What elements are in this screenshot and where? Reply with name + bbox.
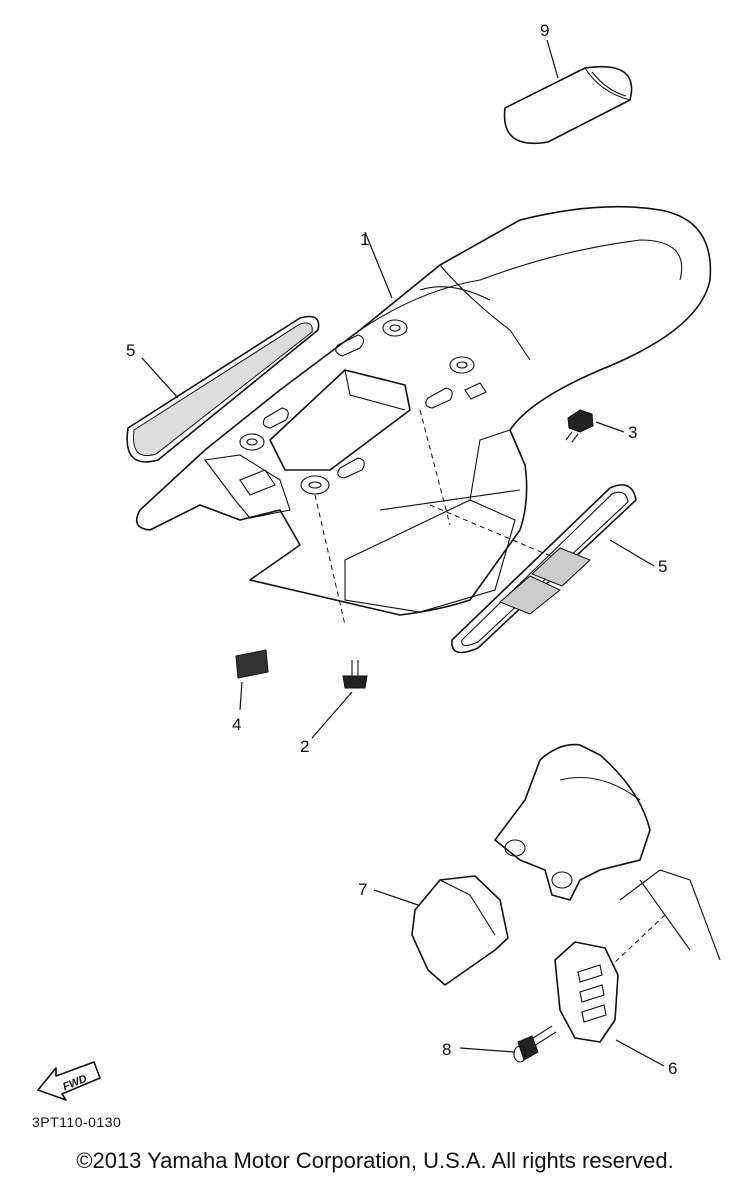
frame-detail (494, 743, 721, 961)
callout-9: 9 (540, 21, 549, 40)
leader-4 (239, 681, 243, 711)
leader-7 (373, 889, 419, 906)
callout-2: 2 (300, 737, 309, 756)
callout-6: 6 (668, 1059, 677, 1078)
part-7-cover (411, 875, 509, 986)
guide-line-c (429, 504, 561, 561)
callout-5b: 5 (658, 557, 667, 576)
fwd-label: FWD (61, 1073, 89, 1094)
callout-7: 7 (358, 880, 367, 899)
leader-8 (459, 1047, 515, 1053)
copyright-notice: ©2013 Yamaha Motor Corporation, U.S.A. A… (76, 1148, 674, 1173)
part-2-screw (342, 660, 368, 689)
leader-6 (615, 1039, 665, 1067)
part-4-pad (235, 649, 269, 679)
part-8-bolt (513, 1025, 557, 1063)
leader-3 (595, 421, 625, 433)
part-6-guard (554, 941, 619, 1043)
part-5-left-strip (126, 315, 320, 463)
part-5-right-strip (451, 484, 637, 654)
callout-3: 3 (628, 423, 637, 442)
callout-5a: 5 (126, 341, 135, 360)
guide-line-a (314, 494, 346, 626)
callout-4: 4 (232, 715, 241, 734)
part-9-tube (503, 65, 633, 144)
leader-2 (311, 691, 353, 739)
fwd-arrow-icon: FWD (37, 1061, 101, 1101)
part-1-rear-fender (135, 205, 712, 616)
callout-1: 1 (360, 230, 369, 249)
leader-1 (364, 231, 393, 299)
leader-5b (609, 539, 655, 567)
guide-line-d (611, 914, 666, 966)
leader-9 (546, 39, 559, 79)
callout-8: 8 (442, 1040, 451, 1059)
leader-5a (141, 357, 179, 399)
part-3-bolt (565, 409, 594, 443)
diagram-code: 3PT110-0130 (32, 1114, 121, 1130)
guide-line-b (419, 409, 451, 526)
